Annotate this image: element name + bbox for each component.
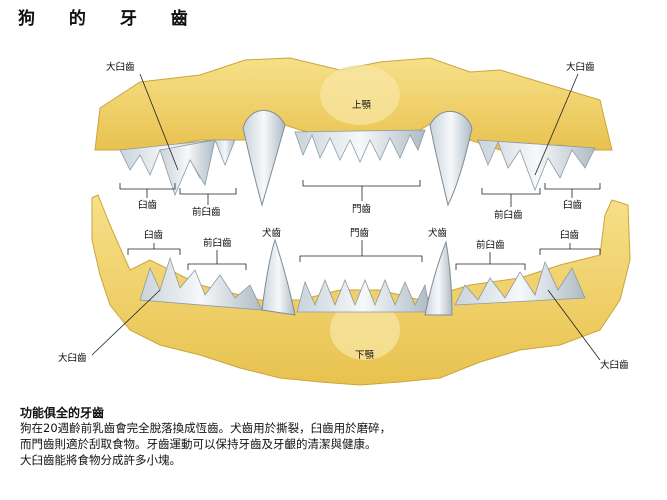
label-carnassial-bottom-right: 大臼齒 — [600, 360, 629, 371]
label-upper-premolar-left: 前臼齒 — [192, 207, 221, 218]
lower-right-canine-icon — [424, 240, 453, 316]
label-lower-molar-right: 臼齒 — [560, 230, 580, 241]
label-upper-molar-right: 臼齒 — [563, 200, 583, 211]
upper-left-canine-icon — [242, 109, 286, 207]
label-carnassial-bottom-left: 大臼齒 — [58, 353, 87, 364]
label-lower-molar-left: 臼齒 — [144, 230, 164, 241]
label-lower-premolar-right: 前臼齒 — [476, 240, 505, 251]
label-lower-incisor: 門齒 — [350, 228, 370, 239]
lower-teeth — [139, 238, 586, 316]
caption-line: 狗在20週齡前乳齒會完全脫落換成恆齒。犬齒用於撕裂，臼齒用於磨碎， — [20, 421, 392, 435]
label-carnassial-top-left: 大臼齒 — [106, 62, 135, 73]
upper-right-canine-icon — [429, 110, 473, 207]
label-lower-jaw: 下顎 — [355, 350, 375, 361]
label-canine-right: 犬齒 — [428, 228, 448, 239]
label-upper-molar-left: 臼齒 — [138, 200, 158, 211]
label-canine-left: 犬齒 — [262, 228, 282, 239]
label-upper-premolar-right: 前臼齒 — [494, 210, 523, 221]
page-title: 狗 的 牙 齒 — [18, 9, 202, 29]
label-lower-premolar-left: 前臼齒 — [203, 238, 232, 249]
upper-teeth — [119, 109, 596, 207]
caption-line: 而門齒則適於刮取食物。牙齒運動可以保持牙齒及牙齦的清潔與健康。 — [20, 437, 377, 451]
label-upper-incisor: 門齒 — [352, 204, 372, 215]
upper-jaw — [94, 57, 613, 151]
lower-left-canine-icon — [261, 238, 296, 316]
brackets — [119, 180, 601, 270]
label-carnassial-top-right: 大臼齒 — [566, 62, 595, 73]
caption-heading: 功能俱全的牙齒 — [20, 406, 105, 420]
leader-lines — [91, 73, 601, 361]
caption-line: 大臼齒能將食物分成許多小塊。 — [20, 453, 181, 467]
label-upper-jaw: 上顎 — [352, 100, 372, 111]
